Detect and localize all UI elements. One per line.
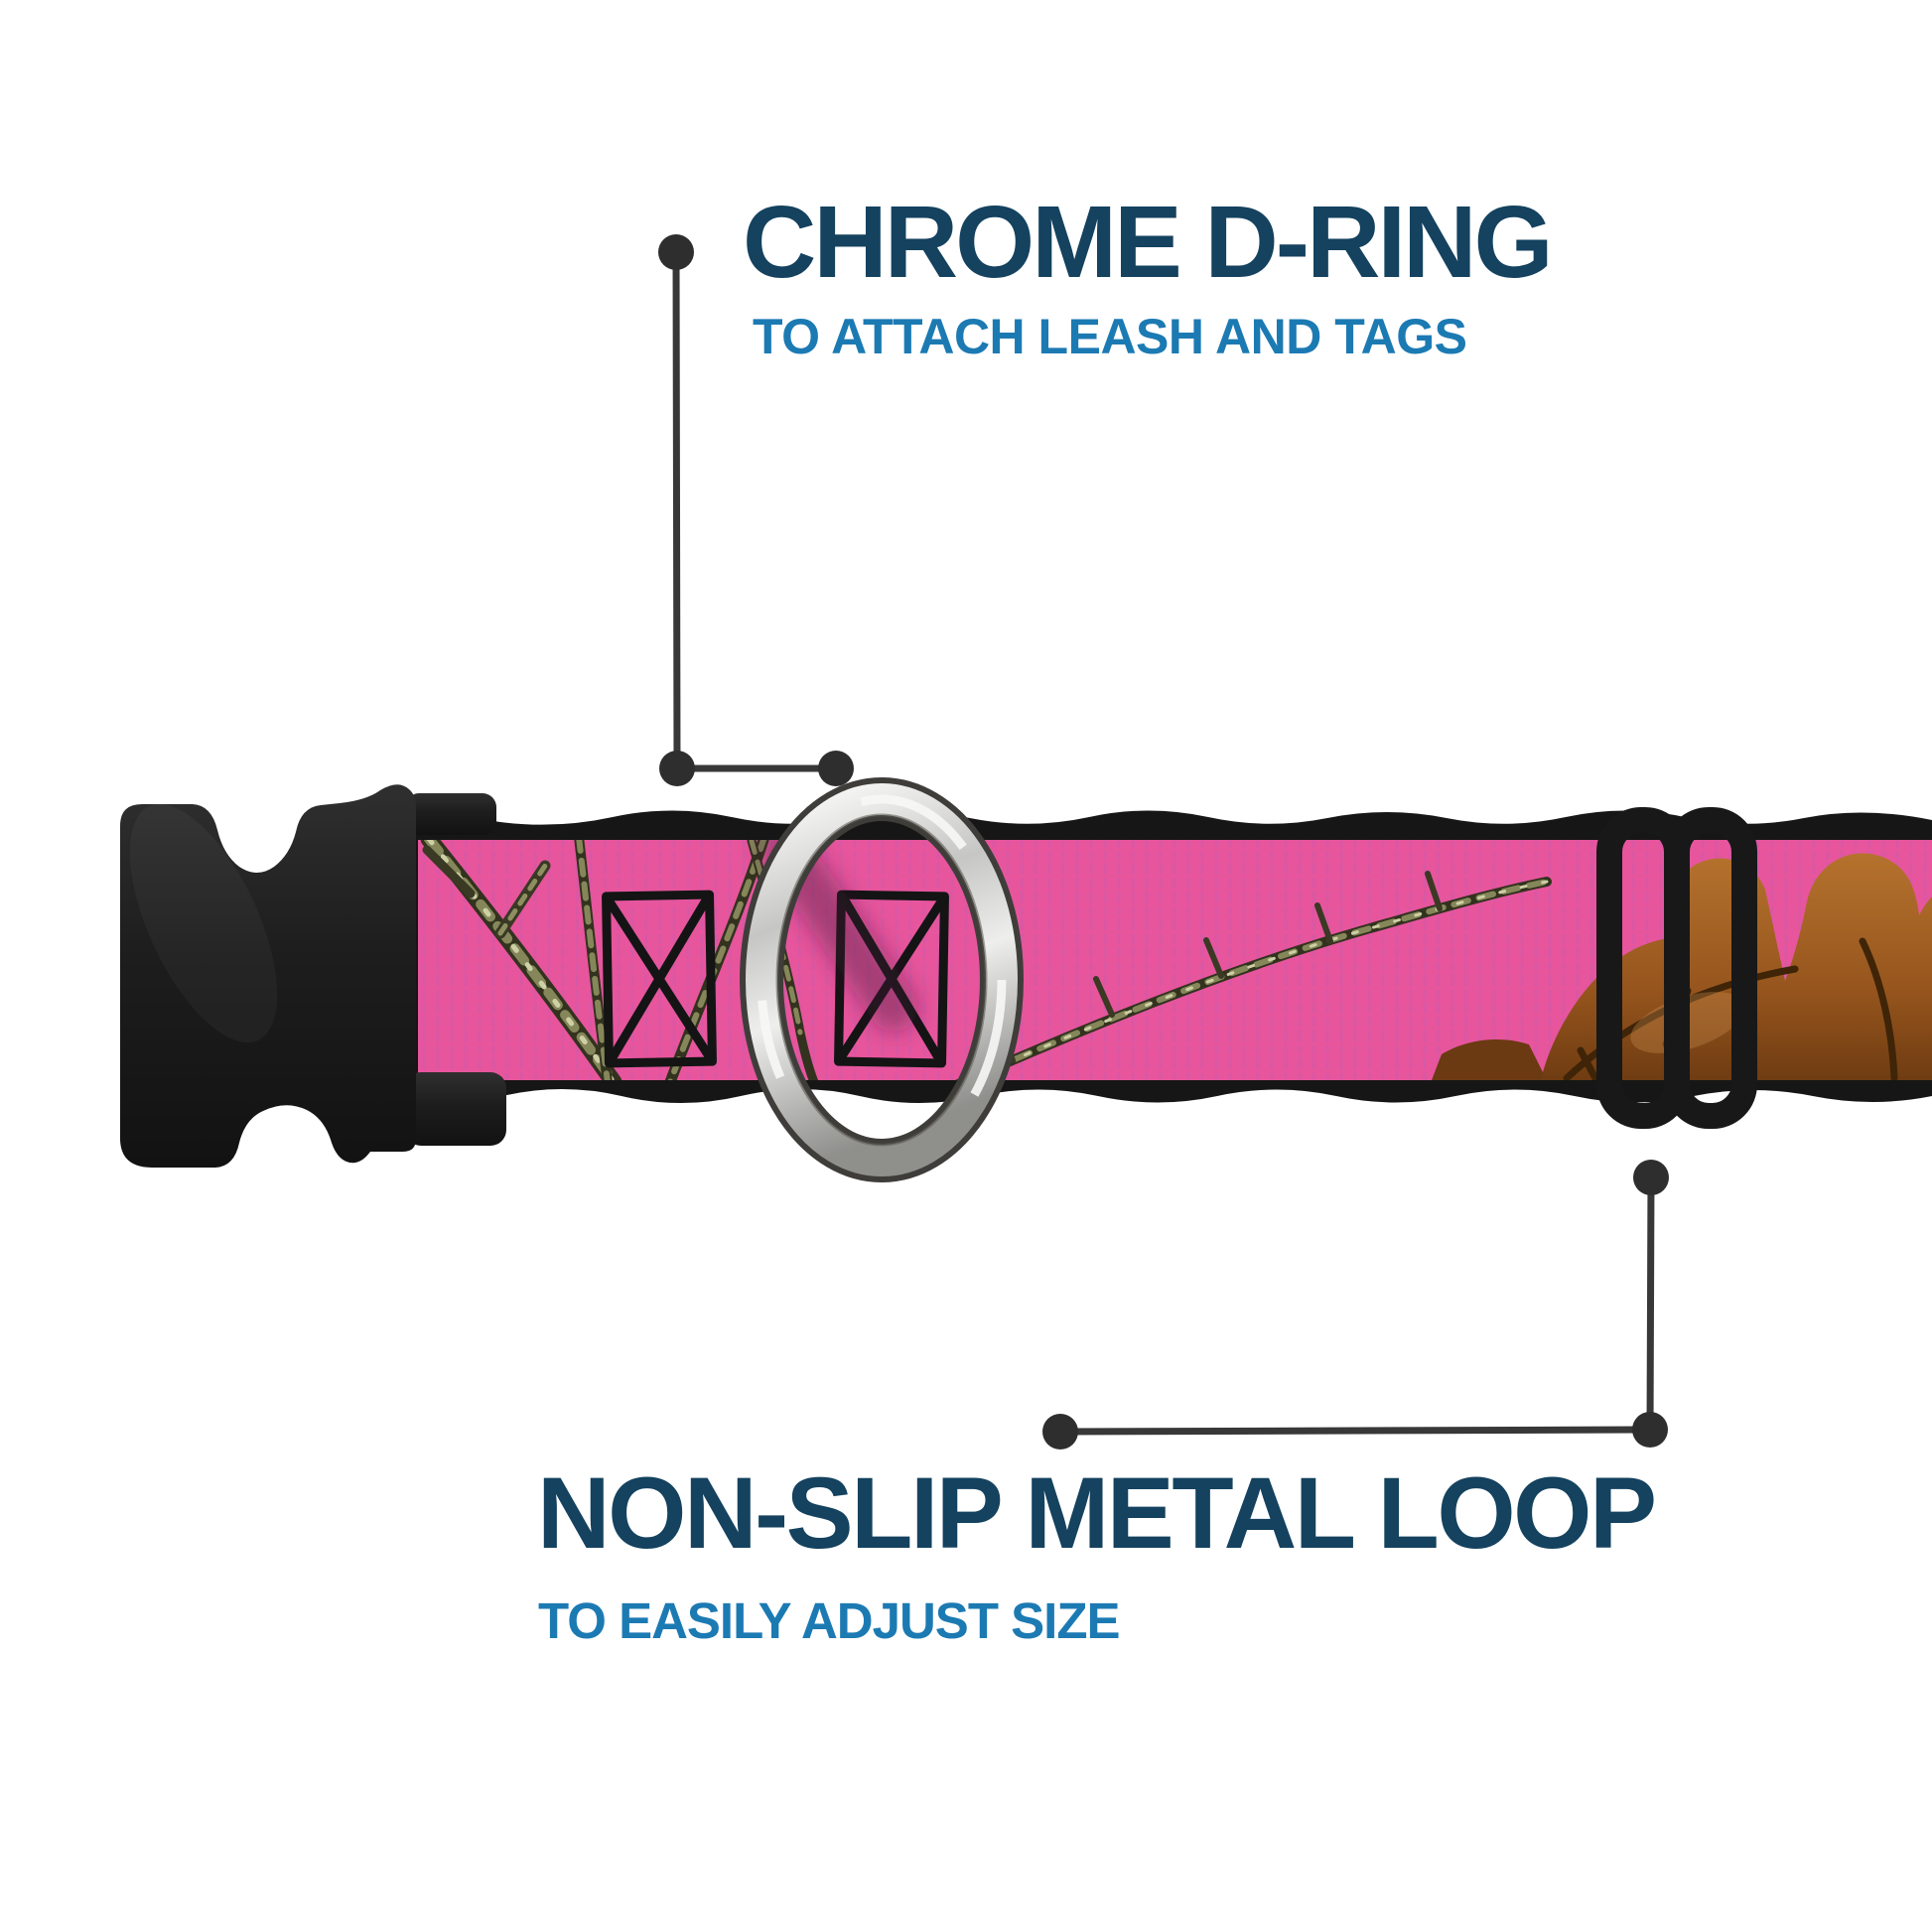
camo-pattern <box>418 840 1932 1080</box>
buckle-sheen <box>129 803 278 1043</box>
callout-bottom-subtitle: TO EASILY ADJUST SIZE <box>538 1592 1120 1649</box>
callout-bottom-dot-part <box>1633 1160 1669 1195</box>
metal-tri-glide-loop <box>1596 807 1757 1129</box>
leaf-fragment <box>1432 1038 1547 1080</box>
callout-top-dot-corner <box>659 751 695 786</box>
chrome-d-ring <box>740 777 1024 1182</box>
stitch-box-left <box>602 890 717 1068</box>
callout-bottom-dot-text <box>1042 1414 1078 1449</box>
callout-top-title: CHROME D-RING <box>743 185 1554 299</box>
callout-bottom-dot-corner <box>1632 1412 1668 1448</box>
callout-top-subtitle: TO ATTACH LEASH AND TAGS <box>753 309 1467 364</box>
callout-top-dot-text <box>658 234 694 270</box>
callout-top-leader <box>658 234 854 786</box>
callout-top-dot-part <box>818 751 854 786</box>
side-release-buckle <box>120 784 506 1168</box>
buckle-bottom-wing <box>405 1072 506 1146</box>
buckle-body <box>120 784 416 1168</box>
callout-bottom-leader <box>1042 1160 1669 1449</box>
collar-strap <box>414 810 1932 1103</box>
buckle-top-wing <box>405 793 496 835</box>
camo-twigs <box>420 840 1552 1080</box>
callout-bottom-title: NON-SLIP METAL LOOP <box>537 1456 1657 1570</box>
